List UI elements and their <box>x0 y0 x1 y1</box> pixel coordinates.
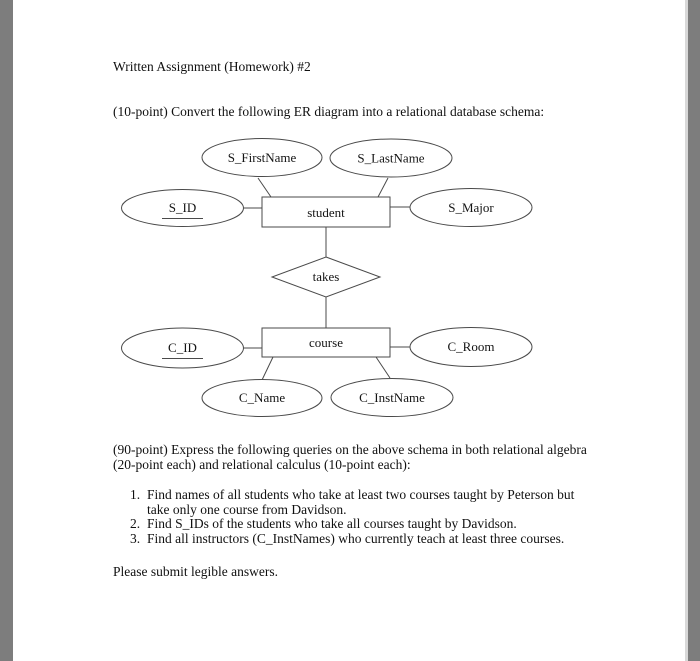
attribute-s-firstname-label: S_FirstName <box>228 150 297 165</box>
task2-intro: (90-point) Express the following queries… <box>113 442 587 472</box>
edge-slastname-student <box>377 177 389 198</box>
relationship-takes-label: takes <box>313 269 340 284</box>
closing-note: Please submit legible answers. <box>113 564 278 579</box>
attribute-s-firstname <box>201 138 323 177</box>
right-gray-margin <box>685 0 700 661</box>
attribute-s-major <box>409 188 533 227</box>
question-number: 3. <box>130 530 141 546</box>
task1-intro: (10-point) Convert the following ER diag… <box>113 104 545 119</box>
question-text: Find S_IDs of the students who take all … <box>147 516 517 532</box>
edge-course-cname <box>261 356 274 381</box>
attribute-c-id-label: C_ID <box>168 340 197 355</box>
attribute-c-room-label: C_Room <box>448 339 495 354</box>
attribute-s-major-label: S_Major <box>448 200 494 215</box>
edge-sfirstname-student <box>257 177 272 198</box>
question-text: Find names of all students who take at l… <box>147 487 575 517</box>
attribute-c-id <box>121 327 244 369</box>
question-text: Find all instructors (C_InstNames) who c… <box>147 530 565 546</box>
entity-student <box>261 196 391 228</box>
er-diagram: S_FirstName S_LastName S_ID S_Major stud… <box>121 138 533 417</box>
list-item: 3. Find all instructors (C_InstNames) wh… <box>130 530 610 547</box>
edge-course-cinstname <box>375 356 391 379</box>
attribute-s-lastname-label: S_LastName <box>357 151 424 166</box>
question-number: 2. <box>130 516 141 532</box>
attribute-c-name-label: C_Name <box>239 390 285 405</box>
assignment-title: Written Assignment (Homework) #2 <box>113 59 311 74</box>
question-list: 1. Find names of all students who take a… <box>130 487 610 547</box>
list-item: 1. Find names of all students who take a… <box>130 487 610 517</box>
relationship-takes <box>270 256 382 298</box>
list-item: 2. Find S_IDs of the students who take a… <box>130 517 610 532</box>
attribute-s-lastname <box>329 138 453 178</box>
left-gray-margin <box>0 0 13 661</box>
attribute-s-id-label: S_ID <box>169 200 196 215</box>
attribute-c-instname-label: C_InstName <box>359 390 425 405</box>
entity-student-label: student <box>307 205 345 220</box>
entity-course <box>261 327 391 358</box>
entity-course-label: course <box>309 335 343 350</box>
attribute-c-instname <box>330 378 454 417</box>
attribute-c-room <box>409 327 533 367</box>
attribute-c-name <box>201 379 323 417</box>
question-number: 1. <box>130 487 141 502</box>
attribute-s-id <box>121 189 244 227</box>
